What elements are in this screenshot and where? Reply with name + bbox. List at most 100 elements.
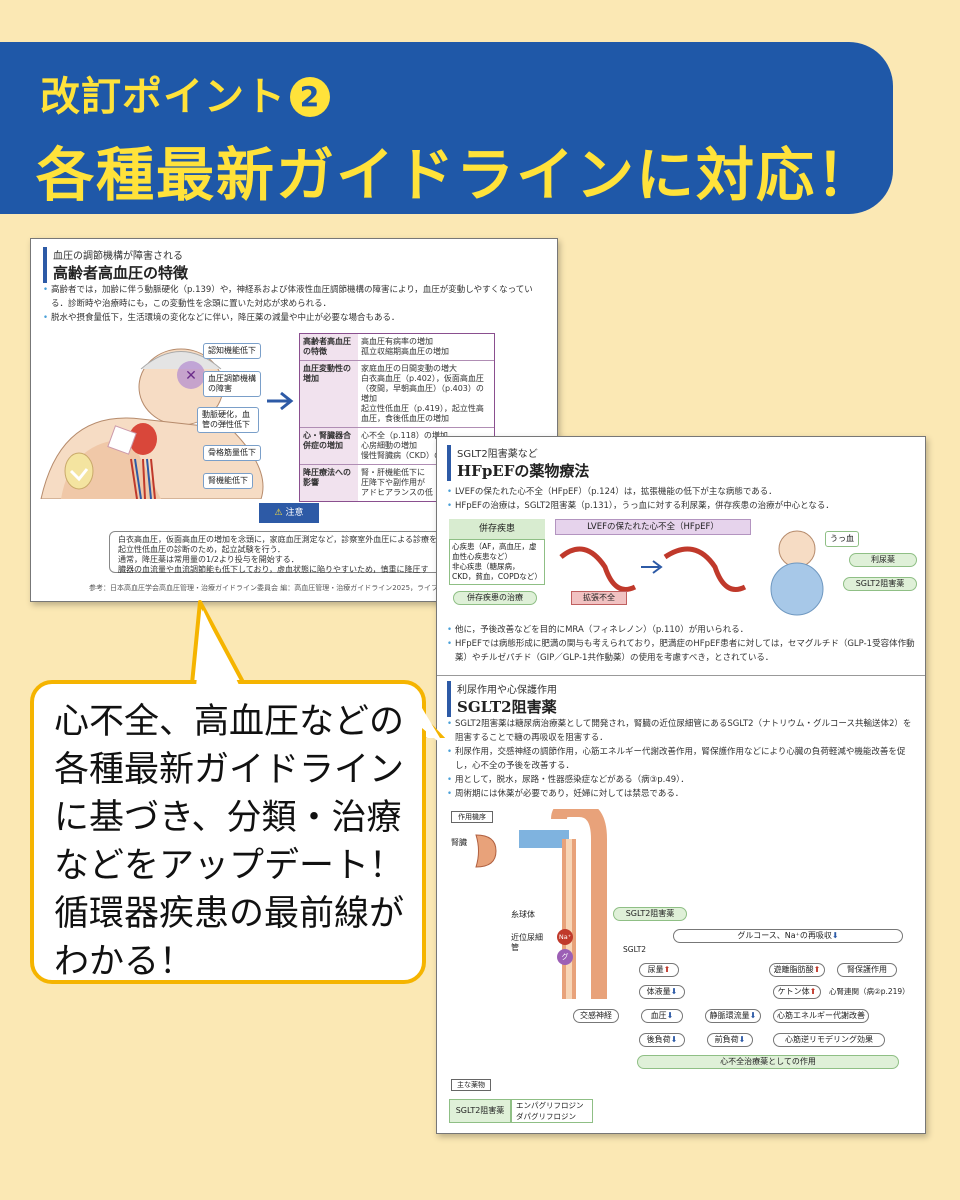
venous-box: 静脈環流量⬇ [705, 1009, 761, 1023]
bullet-list: 高齢者では，加齢に伴う動脈硬化（p.139）や，神経系および体液性血圧調節機構の… [43, 283, 543, 325]
bp-box: 血圧⬇ [641, 1009, 683, 1023]
bubble-line: 各種最新ガイドライン [54, 750, 405, 790]
drugs-label: 主な薬物 [451, 1079, 491, 1091]
afterload-text: 後負荷 [646, 1035, 671, 1044]
comorbid-box: 心疾患（AF，高血圧，虚血性心疾患など） 非心疾患（糖尿病，CKD，貧血，COP… [449, 539, 545, 585]
features-table: 高齢者高血圧の特徴 高血圧有病率の増加 孤立収縮期高血圧の増加 血圧変動性の増加… [299, 333, 495, 502]
bullet-item: 他に，予後改善などを目的にMRA（フィネレノン）（p.110）が用いられる． [447, 623, 917, 637]
figure-label: 動脈硬化，血管の弾性低下 [197, 407, 259, 433]
glucose-icon: グ [557, 949, 573, 965]
afterload-box: 後負荷⬇ [639, 1033, 685, 1047]
bp-text: 血圧 [650, 1011, 667, 1020]
section-header: SGLT2阻害薬など HFpEFの薬物療法 [447, 445, 589, 481]
mechanism-label: 作用機序 [451, 811, 493, 823]
table-row-items: 心不全（p.118）の増加 心房細動の増加 慢性腎臓病（CKD）の [358, 428, 494, 464]
arrow-down-icon: ⬇ [831, 931, 839, 940]
urine-text: 尿量 [647, 965, 664, 974]
caution-item: 白衣高血圧，仮面高血圧の増加を念頭に，家庭血圧測定など，診察室外血圧による診療を… [118, 535, 445, 544]
bubble-line: わかる！ [54, 942, 195, 982]
table-row-head: 高齢者高血圧の特徴 [300, 334, 358, 360]
arrow-up-icon: ⬆ [813, 965, 821, 974]
hfpef-header: LVEFの保たれた心不全（HFpEF） [555, 519, 751, 535]
table-cell: 心房細動の増加 [361, 441, 417, 450]
comorbid-item: 非心疾患（糖尿病，CKD，貧血，COPDなど） [452, 562, 542, 581]
reference-note: 参考：日本高血圧学会高血圧管理・治療ガイドライン委員会 編：高血圧管理・治療ガイ… [89, 584, 499, 592]
bubble-line: 心不全、高血圧などの [54, 702, 405, 742]
elderly-figure-illustration: ✕ [40, 348, 264, 499]
arrow-down-icon: ⬇ [749, 1011, 757, 1020]
preload-box: 前負荷⬇ [707, 1033, 753, 1047]
proximal-tubule-label: 近位尿細管 [511, 933, 543, 952]
ketone-text: ケトン体 [777, 987, 810, 996]
caution-item: 通常，降圧薬は常用量の1/2より投与を開始する． [118, 555, 299, 564]
bubble-line: などをアップデート！ [54, 846, 405, 886]
drug-item: エンパグリフロジン [516, 1101, 584, 1110]
bullet-item: 利尿作用，交感神経の調節作用，心筋エネルギー代謝改善作用，腎保護作用などにより心… [447, 745, 917, 773]
bullet-list: 他に，予後改善などを目的にMRA（フィネレノン）（p.110）が用いられる． H… [447, 623, 917, 665]
divider [437, 675, 925, 676]
bullet-item: 周術期には休薬が必要であり，妊婦に対しては禁忌である． [447, 787, 917, 801]
header-banner [0, 42, 893, 214]
arrow-right-icon [267, 391, 294, 411]
urine-box: 尿量⬆ [639, 963, 679, 977]
sympathetic-box: 交感神経 [573, 1009, 619, 1023]
drug-item: ダパグリフロジン [516, 1112, 576, 1121]
section-title: 高齢者高血圧の特徴 [53, 264, 189, 282]
sglt2-label: SGLT2 [623, 945, 647, 954]
caution-item: 臓器の血流量や血流調節能も低下しており，虚血状態に陥りやすいため，慎重に降圧す [118, 565, 429, 574]
bubble-line: に基づき、分類・治療 [54, 798, 402, 838]
bullet-item: HFpEFの治療は，SGLT2阻害薬（p.131），うっ血に対する利尿薬，併存疾… [447, 499, 917, 513]
fluid-text: 体液量 [646, 987, 671, 996]
lipolysis-box: 遊離脂肪酸⬆ [769, 963, 825, 977]
section-header: 利尿作用や心保護作用 SGLT2阻害薬 [447, 681, 557, 717]
lipolysis-text: 遊離脂肪酸 [773, 965, 814, 974]
table-row: 降圧療法への影響 腎・肝機能低下に 圧降下や副作用が アドヒアランスの低 [300, 465, 494, 501]
arrow-down-icon: ⬇ [670, 1035, 678, 1044]
table-row: 血圧変動性の増加 家庭血圧の日間変動の増大 白衣高血圧（p.402），仮面高血圧… [300, 361, 494, 428]
bullet-list: LVEFの保たれた心不全（HFpEF）（p.124）は，拡張機能の低下が主な病態… [447, 485, 917, 513]
table-cell: アドヒアランスの低 [361, 488, 433, 497]
bullet-list: SGLT2阻害薬は糖尿病治療薬として開発され，腎臓の近位尿細管にあるSGLT2（… [447, 717, 917, 801]
ketone-box: ケトン体⬆ [773, 985, 821, 999]
figure-label: 腎機能低下 [203, 473, 253, 489]
comorbid-item: 心疾患（AF，高血圧，虚血性心疾患など） [452, 542, 537, 561]
comorbid-treatment: 併存疾患の治療 [453, 591, 537, 605]
figure-label: 骨格筋量低下 [203, 445, 261, 461]
figure-label: 認知機能低下 [203, 343, 261, 359]
bubble-line: 循環器疾患の最前線が [54, 894, 405, 934]
arrow-down-icon: ⬇ [670, 987, 678, 996]
table-row-items: 腎・肝機能低下に 圧降下や副作用が アドヒアランスの低 [358, 465, 494, 501]
banner-title: 各種最新ガイドラインに対応！ [36, 141, 877, 209]
bullet-item: LVEFの保たれた心不全（HFpEF）（p.124）は，拡張機能の低下が主な病態… [447, 485, 917, 499]
table-row-items: 高血圧有病率の増加 孤立収縮期高血圧の増加 [358, 334, 494, 360]
sglt2-inhibitor-label: SGLT2阻害薬 [613, 907, 687, 921]
fluid-box: 体液量⬇ [639, 985, 685, 999]
table-cell: 心不全（p.118）の増加 [361, 431, 448, 440]
table-row-head: 心・腎臓器合併症の増加 [300, 428, 358, 464]
reabsorption-box: グルコース、Na⁺の再吸収⬇ [673, 929, 903, 943]
baby-patient-illustration [770, 530, 824, 616]
sample-page-hypertension: 血圧の調節機構が障害される 高齢者高血圧の特徴 高齢者では，加齢に伴う動脈硬化（… [30, 238, 558, 602]
sample-page-hfpef: SGLT2阻害薬など HFpEFの薬物療法 LVEFの保たれた心不全（HFpEF… [436, 436, 926, 1134]
svg-text:✕: ✕ [185, 368, 197, 384]
table-cell: 家庭血圧の日間変動の増大 [361, 364, 457, 373]
venous-text: 静脈環流量 [709, 1011, 750, 1020]
section-kicker: 血圧の調節機構が障害される [53, 251, 183, 262]
caution-header: ⚠ 注意 [259, 503, 319, 523]
heart-diagram [559, 546, 747, 592]
diastolic-failure-label: 拡張不全 [571, 591, 627, 605]
bullet-item: SGLT2阻害薬は糖尿病治療薬として開発され，腎臓の近位尿細管にあるSGLT2（… [447, 717, 917, 745]
warning-icon: ⚠ [274, 508, 283, 518]
drug-class-cell: SGLT2阻害薬 [449, 1099, 511, 1123]
table-cell: 圧降下や副作用が [361, 478, 425, 487]
sodium-icon: Na⁺ [557, 929, 573, 945]
kidney-label: 腎臓 [451, 838, 467, 847]
cardiorenal-label: 心腎連関（病②p.219） [829, 987, 910, 996]
figure-label: 血圧調節機構の障害 [203, 371, 261, 397]
table-cell: 孤立収縮期高血圧の増加 [361, 347, 449, 356]
section-title: HFpEFの薬物療法 [457, 462, 590, 480]
remodeling-box: 心筋逆リモデリング効果 [773, 1033, 885, 1047]
table-row: 心・腎臓器合併症の増加 心不全（p.118）の増加 心房細動の増加 慢性腎臓病（… [300, 428, 494, 465]
sglt2-label: SGLT2阻害薬 [843, 577, 917, 591]
